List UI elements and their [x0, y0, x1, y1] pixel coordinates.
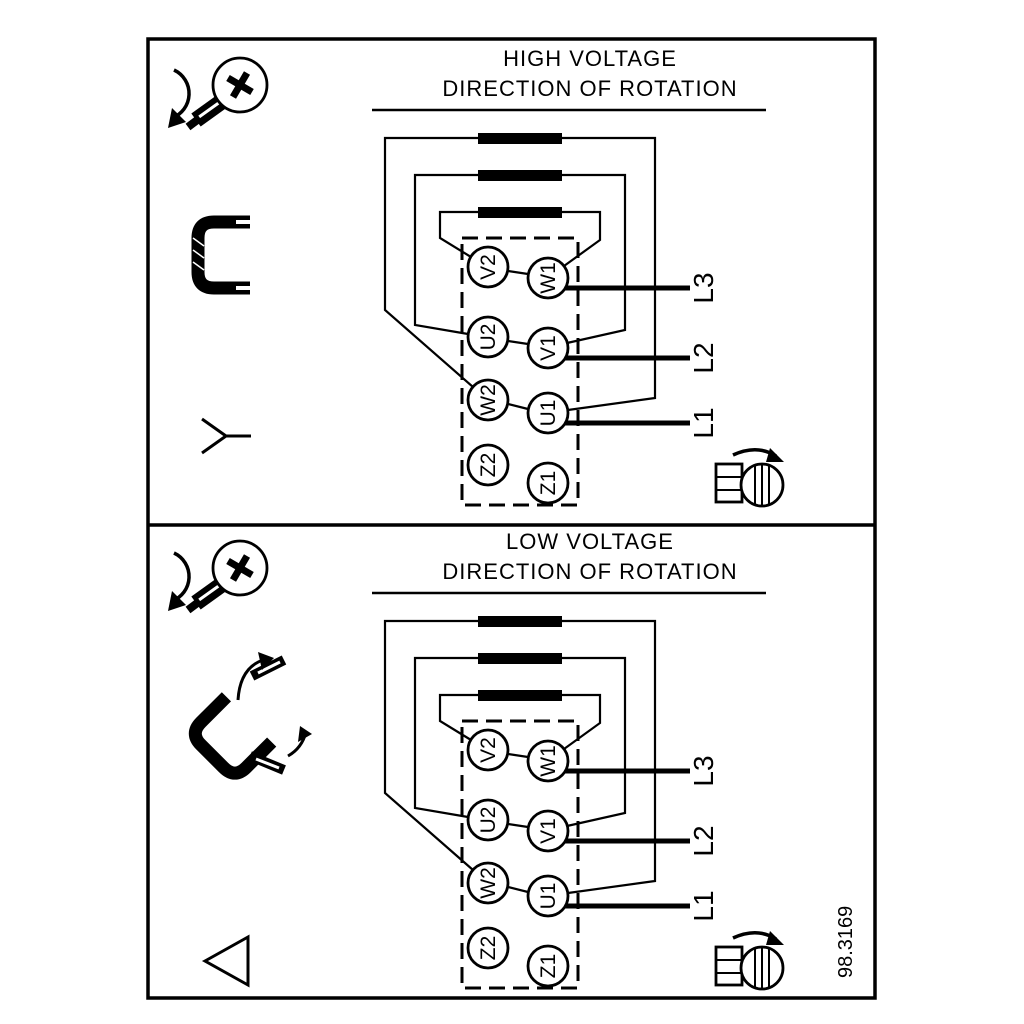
high-voltage-panel: HIGH VOLTAGE DIRECTION OF ROTATION [168, 46, 785, 508]
move-arrowhead [258, 652, 274, 670]
motor-end [714, 945, 744, 987]
motor-end [714, 462, 744, 504]
terminal-label-w2: W2 [477, 384, 500, 416]
terminal-z1 [526, 461, 570, 505]
terminal-u1 [526, 874, 570, 918]
delta-symbol [201, 934, 250, 988]
wire-u2-v1 [413, 173, 627, 345]
terminal-label-v2: V2 [477, 737, 500, 763]
loose-jumper-slot [255, 757, 280, 770]
screw-icon [168, 56, 269, 131]
bracket-body [191, 215, 250, 295]
terminal-z1 [526, 944, 570, 988]
wire-u2-v1 [413, 656, 627, 828]
figure-number: 98.3169 [835, 906, 857, 978]
jumper-bracket-icon [191, 215, 251, 295]
star-symbol [201, 417, 251, 455]
wire-link [507, 822, 529, 829]
outer-frame [146, 37, 877, 1000]
terminal-u2 [466, 798, 510, 842]
terminal-label-z1: Z1 [537, 954, 560, 979]
loose-jumper-slot [257, 660, 281, 675]
direction-arrowhead [766, 448, 784, 462]
panel-subtitle: DIRECTION OF ROTATION [442, 559, 737, 584]
terminal-label-w1: W1 [537, 262, 560, 294]
hatch-line [192, 261, 205, 271]
wiring [383, 136, 657, 412]
terminal-z2 [466, 926, 510, 970]
wire-v2-w1 [438, 210, 602, 267]
move-arrowhead [298, 726, 312, 742]
terminal-block-outline [460, 236, 580, 507]
terminal-v2 [466, 245, 510, 289]
terminal-label-u2: U2 [477, 324, 500, 351]
terminal-label-w1: W1 [537, 745, 560, 777]
panel-title: LOW VOLTAGE [506, 529, 674, 554]
supply-lines: L3 L2 L1 [565, 272, 719, 439]
terminal-z2 [466, 443, 510, 487]
jumper-move-icon [188, 652, 312, 780]
move-arrow-arc [236, 658, 264, 701]
rotation-direction-icon [714, 931, 785, 991]
terminal-w2 [466, 378, 510, 422]
line-label-l2: L2 [688, 825, 719, 856]
line-label-l2: L2 [688, 342, 719, 373]
terminal-label-v2: V2 [477, 254, 500, 280]
rotation-direction-icon [714, 448, 785, 508]
rotation-arrowhead [168, 108, 186, 128]
low-voltage-panel: LOW VOLTAGE DIRECTION OF ROTATION [168, 529, 857, 991]
terminal-block-outline [460, 719, 580, 990]
wire-link [507, 339, 529, 346]
wire-v2-w1 [438, 693, 602, 750]
terminal-label-w2: W2 [477, 867, 500, 899]
terminal-w1 [526, 739, 570, 783]
hatch-line [192, 237, 205, 247]
rotation-arrowhead [168, 591, 186, 611]
line-label-l3: L3 [688, 755, 719, 786]
terminal-block: V2 U2 W2 Z2 W1 V1 U1 Z1 [460, 236, 580, 507]
wiring [383, 619, 657, 895]
terminal-label-u2: U2 [477, 807, 500, 834]
line-label-l3: L3 [688, 272, 719, 303]
wire-link [507, 269, 529, 276]
terminal-label-v1: V1 [537, 818, 560, 844]
wire-link [507, 752, 529, 759]
star-branch [201, 417, 227, 438]
bracket-body [188, 692, 277, 780]
rotation-arrow-arc [171, 68, 191, 120]
hatch-line [192, 249, 205, 259]
line-label-l1: L1 [688, 890, 719, 921]
terminal-label-v1: V1 [537, 335, 560, 361]
line-label-l1: L1 [688, 407, 719, 438]
terminal-label-z1: Z1 [537, 471, 560, 496]
terminal-v2 [466, 728, 510, 772]
terminal-label-u1: U1 [537, 883, 560, 910]
phillips-slot [229, 554, 251, 582]
star-branch [201, 434, 227, 455]
terminal-v1 [526, 326, 570, 370]
terminal-block: V2 U2 W2 Z2 W1 V1 U1 Z1 [460, 719, 580, 990]
terminal-label-z2: Z2 [477, 453, 500, 478]
terminal-u2 [466, 315, 510, 359]
terminal-w1 [526, 256, 570, 300]
wire-w2-u1 [383, 136, 657, 412]
phillips-slot [229, 71, 251, 99]
terminal-u1 [526, 391, 570, 435]
wire-link [507, 885, 529, 894]
wire-link [507, 402, 529, 411]
panel-title: HIGH VOLTAGE [503, 46, 677, 71]
terminal-label-u1: U1 [537, 400, 560, 427]
wire-w2-u1 [383, 619, 657, 895]
terminal-v1 [526, 809, 570, 853]
screw-tip [185, 597, 203, 614]
direction-arrowhead [766, 931, 784, 945]
terminal-w2 [466, 861, 510, 905]
screw-tip [185, 114, 203, 131]
supply-lines: L3 L2 L1 [565, 755, 719, 922]
panel-subtitle: DIRECTION OF ROTATION [442, 76, 737, 101]
screw-icon [168, 539, 269, 614]
terminal-label-z2: Z2 [477, 936, 500, 961]
rotation-arrow-arc [171, 551, 191, 603]
